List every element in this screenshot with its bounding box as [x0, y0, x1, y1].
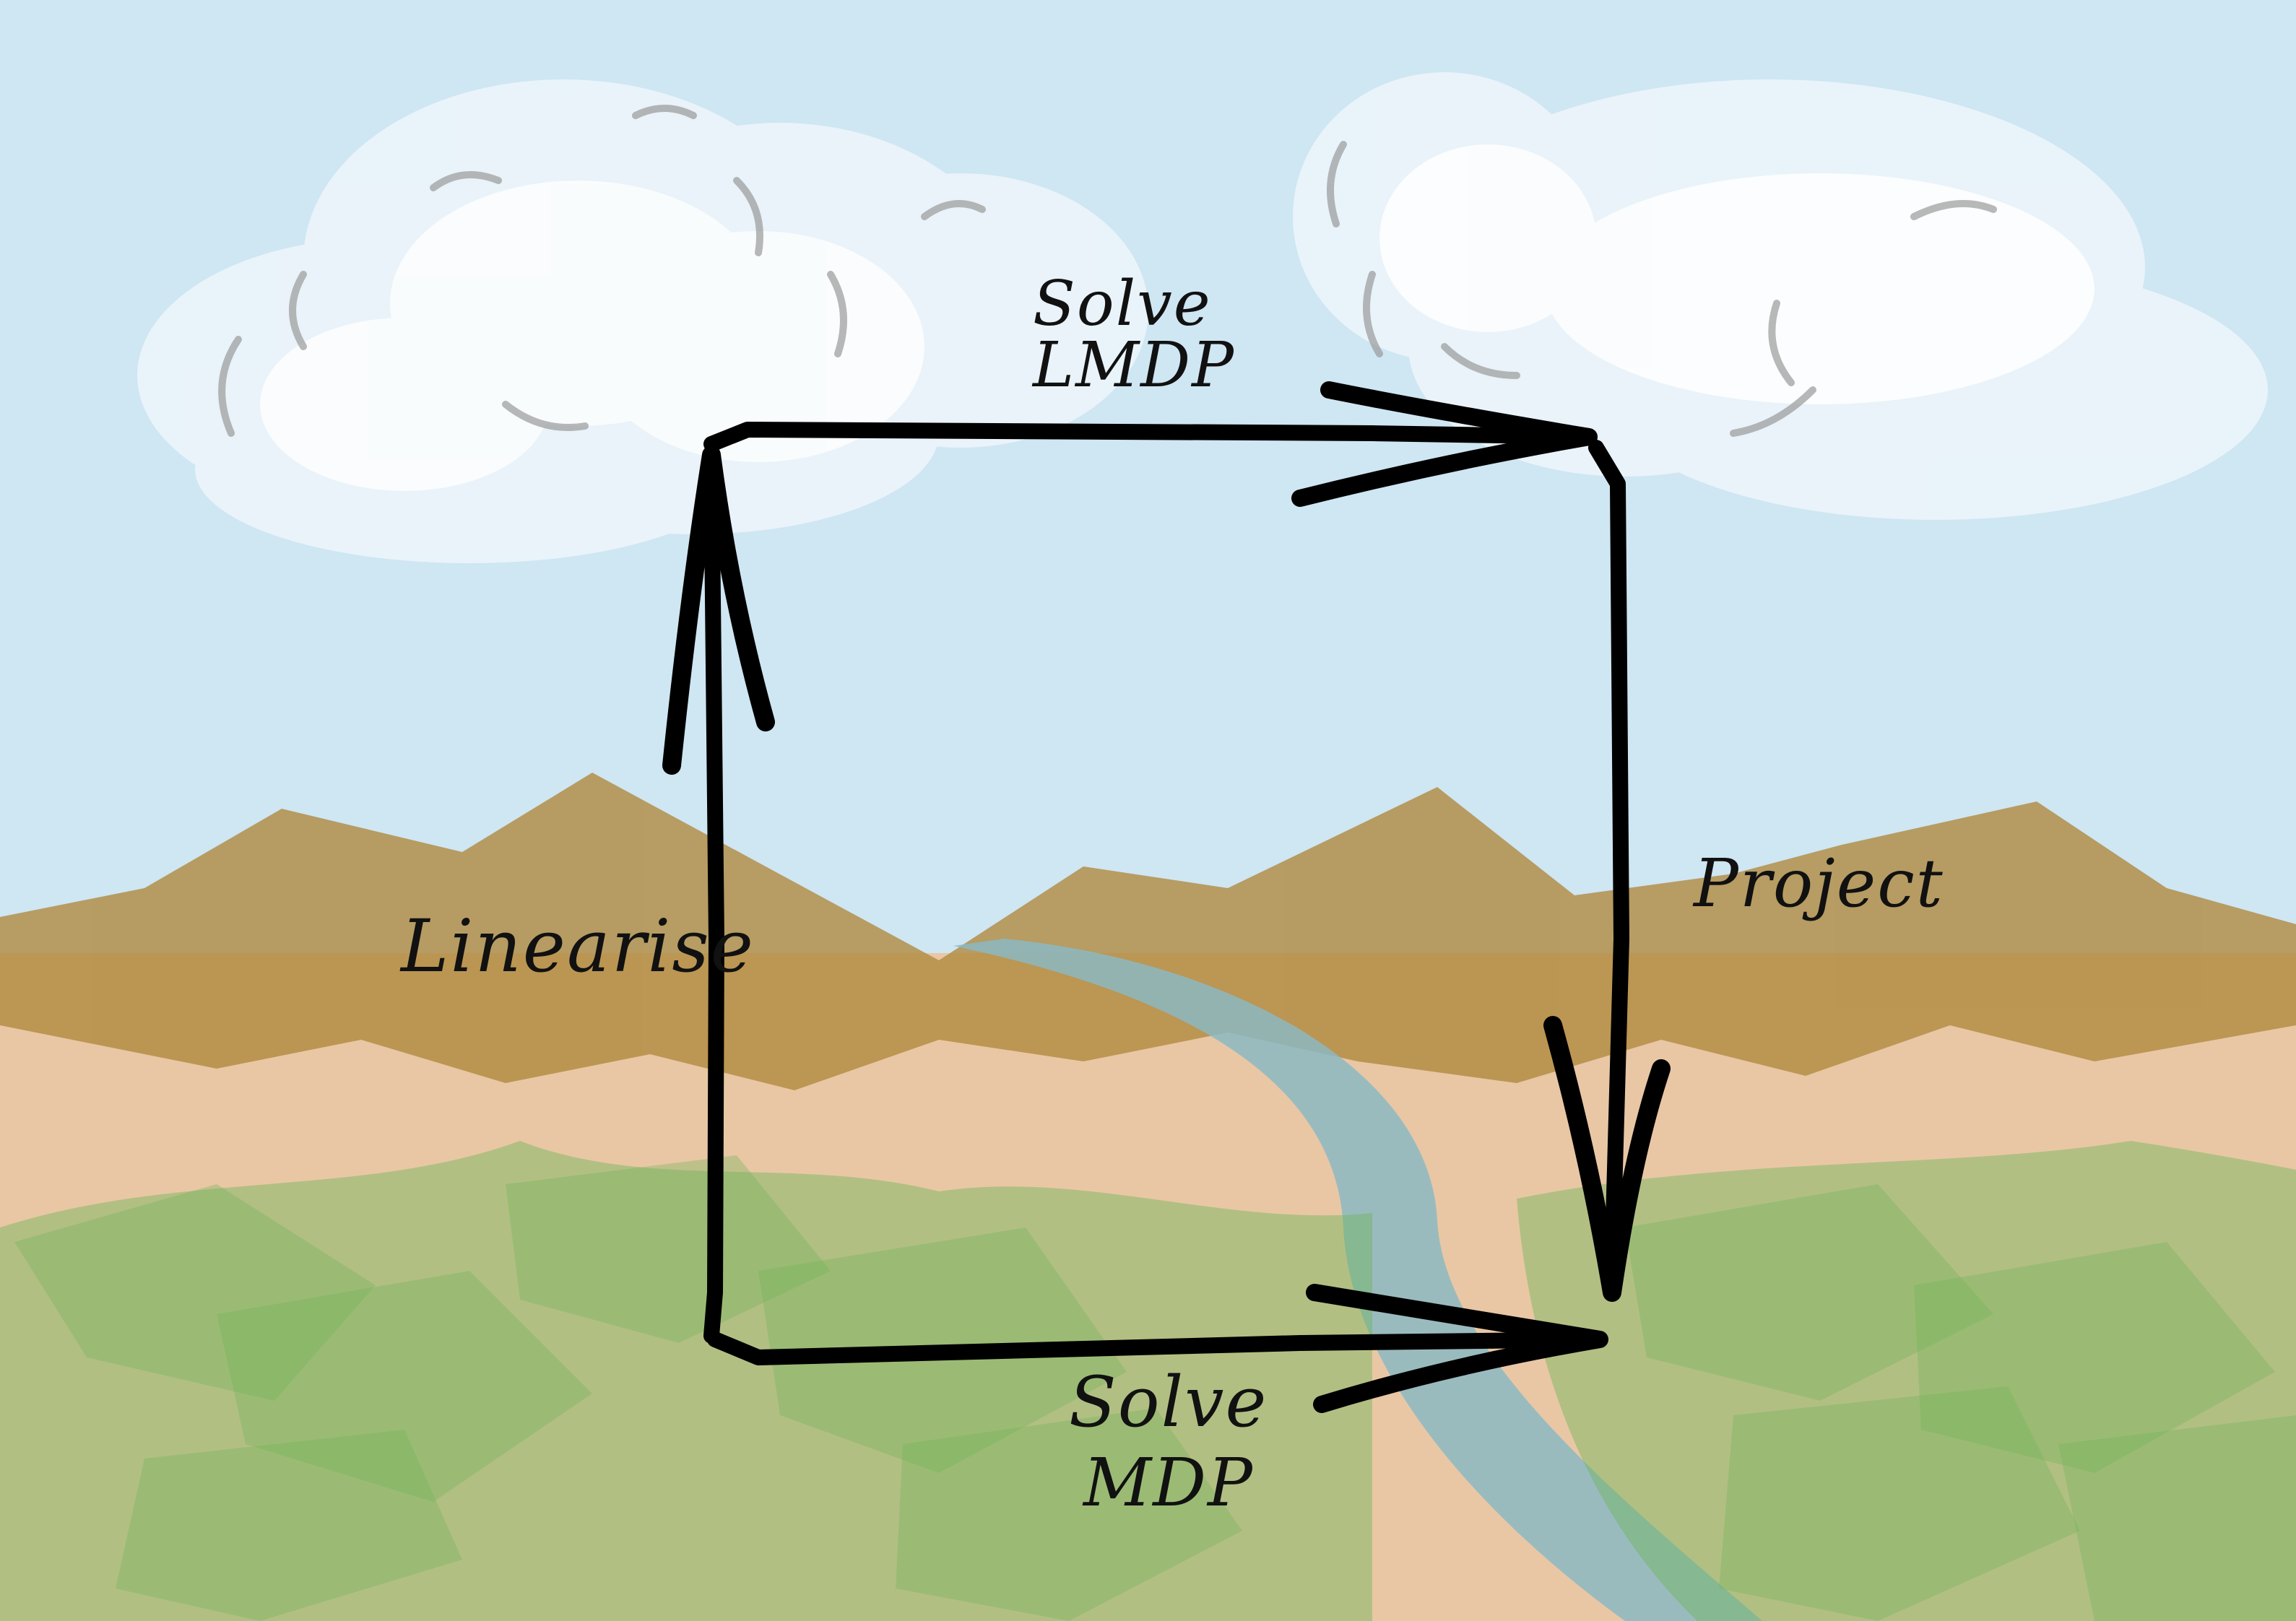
- cycle-arrows: [662, 381, 1671, 1413]
- label-project: Project: [1692, 845, 1944, 922]
- arrow-head-top: [1291, 381, 1598, 507]
- arrow-head-left: [662, 446, 775, 775]
- grass-patches: [0, 1141, 2296, 1621]
- river: [953, 939, 1762, 1621]
- label-solve-mdp-line2: MDP: [1082, 1444, 1254, 1521]
- arrow-head-right: [1543, 1016, 1671, 1302]
- arrow-linearise: [703, 454, 724, 1344]
- arrow-project: [1588, 440, 1629, 1279]
- arrow-solve-mdp: [707, 1331, 1608, 1365]
- arrow-head-bottom: [1306, 1284, 1608, 1413]
- label-linearise: Linearise: [399, 904, 755, 988]
- cloud-left: [137, 79, 1148, 563]
- ground: [0, 953, 2296, 1621]
- mountains: [0, 773, 2296, 1090]
- label-solve-lmdp-line1: Solve: [1033, 268, 1212, 340]
- arrow-solve-lmdp: [703, 422, 1597, 452]
- cloud-right: [1293, 72, 2268, 520]
- label-solve-lmdp-line2: LMDP: [1031, 329, 1235, 401]
- label-solve-mdp-line1: Solve: [1069, 1362, 1268, 1443]
